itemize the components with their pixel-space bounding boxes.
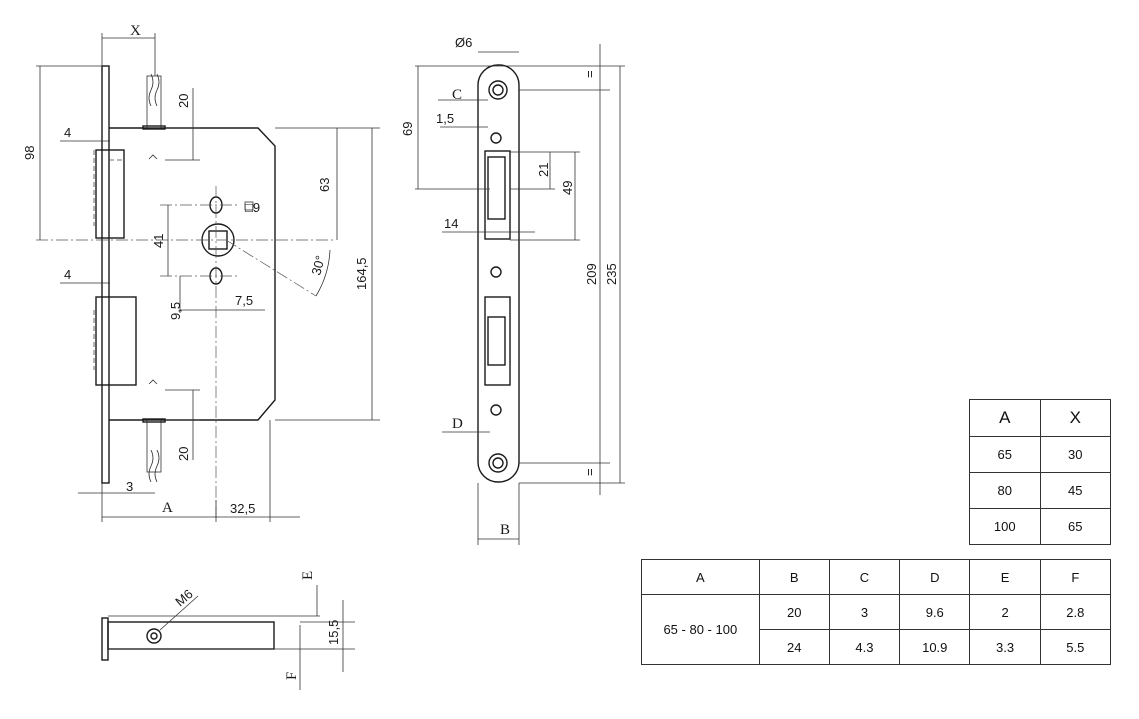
dim-69: 69 <box>400 122 415 136</box>
table-cell: 5.5 <box>1039 629 1112 665</box>
dim-20-top: 20 <box>176 94 191 108</box>
dim-e: E <box>300 571 316 580</box>
dim-63: 63 <box>317 178 332 192</box>
bottom-faceplate <box>101 617 109 661</box>
table-cell: 65 <box>969 436 1041 473</box>
table-row: 65 30 <box>969 436 1112 473</box>
dim-41: 41 <box>151 234 166 248</box>
table-row: 80 45 <box>969 472 1112 509</box>
screw-stud-bottom <box>146 419 162 473</box>
header-cell: D <box>899 559 971 595</box>
dim-1-5: 1,5 <box>436 111 454 126</box>
dim-d: D <box>452 416 463 432</box>
a-values-cell: 65 - 80 - 100 <box>641 594 760 665</box>
header-cell: E <box>969 559 1041 595</box>
table-row: 24 4.3 10.9 3.3 5.5 <box>642 629 1112 665</box>
dim-3: 3 <box>126 479 133 494</box>
dim-c: C <box>452 87 462 103</box>
table-cell: 3.3 <box>969 629 1041 665</box>
table-header-row: A X <box>969 399 1112 437</box>
dim-a: A <box>162 500 173 516</box>
dim-9-5: 9,5 <box>168 302 183 320</box>
table-cell: 45 <box>1039 472 1112 509</box>
dim-4-bottom: 4 <box>64 267 71 282</box>
dim-square-9: □9 <box>245 200 260 215</box>
table-cell: 100 <box>969 508 1041 545</box>
dim-4-top: 4 <box>64 125 71 140</box>
faceplate <box>101 65 110 484</box>
dim-7-5: 7,5 <box>235 293 253 308</box>
table-row: 100 65 <box>969 508 1112 545</box>
dim-30-deg: 30° <box>308 254 328 277</box>
header-cell: C <box>828 559 901 595</box>
dead-bolt <box>95 296 137 386</box>
dim-m6: M6 <box>172 586 195 609</box>
dim-164-5: 164,5 <box>354 257 369 290</box>
dim-209: 209 <box>584 263 599 285</box>
header-cell: F <box>1039 559 1112 595</box>
deadbolt-opening <box>484 296 511 386</box>
table-header-row: A B C D E F <box>641 559 1112 595</box>
table-cell: 2.8 <box>1039 594 1112 630</box>
header-cell: X <box>1039 399 1112 437</box>
table-cell: 24 <box>758 629 830 665</box>
table-cell: 10.9 <box>899 629 971 665</box>
bottom-case <box>107 621 275 650</box>
dim-98: 98 <box>22 146 37 160</box>
dim-21: 21 <box>536 163 551 177</box>
dim-14: 14 <box>444 216 458 231</box>
latch-opening <box>484 150 511 240</box>
dim-235: 235 <box>604 263 619 285</box>
lock-side-view <box>36 33 380 522</box>
dim-49: 49 <box>560 181 575 195</box>
table-cell: 30 <box>1039 436 1112 473</box>
dim-equal-bottom: = <box>582 468 597 476</box>
dim-15-5: 15,5 <box>326 620 341 645</box>
table-cell: 20 <box>758 594 830 630</box>
lock-case <box>109 127 276 421</box>
table-cell: 2 <box>969 594 1041 630</box>
dim-f: F <box>284 672 300 680</box>
dim-equal-top: = <box>582 70 597 78</box>
table-cell: 80 <box>969 472 1041 509</box>
screw-stud-top <box>146 75 162 129</box>
faceplate-front <box>477 64 520 483</box>
latch-bolt <box>95 149 125 239</box>
header-cell: A <box>641 559 760 595</box>
dim-32-5: 32,5 <box>230 501 255 516</box>
dim-phi6: Ø6 <box>455 35 472 50</box>
spec-dimension-table: A B C D E F 65 - 80 - 100 20 3 9.6 2 2.8… <box>641 559 1112 665</box>
header-cell: A <box>969 399 1041 437</box>
header-cell: B <box>758 559 830 595</box>
table-cell: 3 <box>828 594 901 630</box>
dim-b: B <box>500 522 510 538</box>
dim-x: X <box>130 23 141 39</box>
dim-20-bottom: 20 <box>176 447 191 461</box>
table-cell: 4.3 <box>828 629 901 665</box>
ax-dimension-table: A X 65 30 80 45 100 65 <box>969 399 1112 545</box>
table-cell: 65 <box>1039 508 1112 545</box>
table-cell: 9.6 <box>899 594 971 630</box>
lock-bottom-view <box>101 585 355 690</box>
faceplate-front-view <box>415 44 625 545</box>
table-row: 65 - 80 - 100 20 3 9.6 2 2.8 <box>641 594 1112 665</box>
